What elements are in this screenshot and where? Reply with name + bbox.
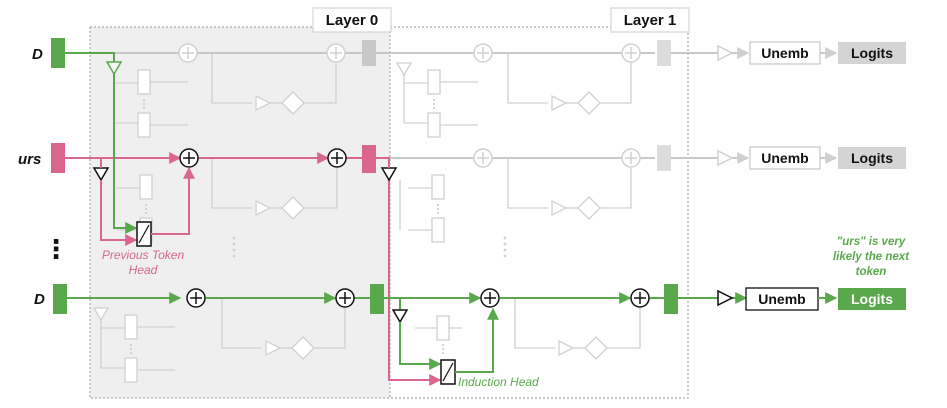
row-0: Unemb Logits bbox=[51, 38, 906, 76]
layernorm-triangle bbox=[92, 307, 110, 322]
layernorm-triangle bbox=[391, 309, 409, 324]
logits-box-3 bbox=[838, 288, 906, 310]
attention-head bbox=[431, 174, 445, 200]
attention-head bbox=[431, 217, 445, 243]
layernorm-triangle bbox=[395, 62, 413, 77]
mlp-diamond bbox=[281, 91, 305, 115]
layer1-label-box bbox=[610, 7, 690, 33]
prediction-line-3: token bbox=[856, 266, 887, 278]
attention-head bbox=[137, 112, 151, 138]
induction-head-label: Induction Head bbox=[458, 375, 539, 389]
residual-block-d-l1 bbox=[664, 284, 678, 314]
mlp-diamond bbox=[291, 336, 315, 360]
attention-head bbox=[124, 357, 138, 383]
logits-box-2 bbox=[838, 147, 906, 169]
logits-label-2: Logits bbox=[851, 150, 893, 166]
mlp-diamond bbox=[584, 336, 608, 360]
previous-token-head-label-line1: Previous Token bbox=[102, 248, 185, 262]
logits-label-1: Logits bbox=[851, 45, 893, 61]
prediction-line-1: "urs" is very bbox=[837, 236, 906, 248]
previous-token-head-label-line2: Head bbox=[129, 263, 158, 277]
attention-head bbox=[436, 315, 450, 341]
attention-head bbox=[427, 112, 441, 138]
residual-block-l1 bbox=[657, 40, 671, 66]
residual-block-urs-l0 bbox=[362, 145, 376, 173]
attention-head bbox=[427, 69, 441, 95]
mlp-diamond bbox=[577, 91, 601, 115]
token-label-d-1: D bbox=[32, 46, 43, 63]
layer0-label: Layer 0 bbox=[326, 12, 379, 29]
token-label-d-2: D bbox=[34, 291, 45, 308]
logits-label-3: Logits bbox=[851, 291, 893, 307]
attention-head bbox=[137, 69, 151, 95]
residual-block-l0 bbox=[362, 40, 376, 66]
layernorm-triangle bbox=[105, 61, 123, 76]
prediction-line-2: likely the next bbox=[833, 251, 910, 263]
unemb-label-1: Unemb bbox=[761, 45, 808, 61]
residual-block-urs-l1 bbox=[657, 145, 671, 171]
token-embedding-d-2 bbox=[53, 284, 67, 314]
mlp-diamond bbox=[281, 196, 305, 220]
unemb-label-3: Unemb bbox=[758, 291, 805, 307]
faded-sublayers bbox=[92, 53, 641, 383]
layer1-label: Layer 1 bbox=[624, 12, 677, 29]
token-embedding-d-1 bbox=[51, 38, 65, 68]
token-ellipsis: ⋮ bbox=[43, 234, 69, 264]
mlp-diamond bbox=[577, 196, 601, 220]
logits-box-1 bbox=[838, 42, 906, 64]
row-2: Unemb Logits bbox=[53, 284, 906, 385]
layer0-label-box bbox=[312, 7, 392, 33]
unemb-label-2: Unemb bbox=[761, 150, 808, 166]
residual-block-d-l0 bbox=[370, 284, 384, 314]
attention-head bbox=[139, 174, 153, 200]
row-1: Unemb Logits bbox=[51, 74, 906, 386]
attention-head bbox=[124, 314, 138, 340]
token-embedding-urs bbox=[51, 143, 65, 173]
token-label-urs: urs bbox=[18, 151, 41, 168]
